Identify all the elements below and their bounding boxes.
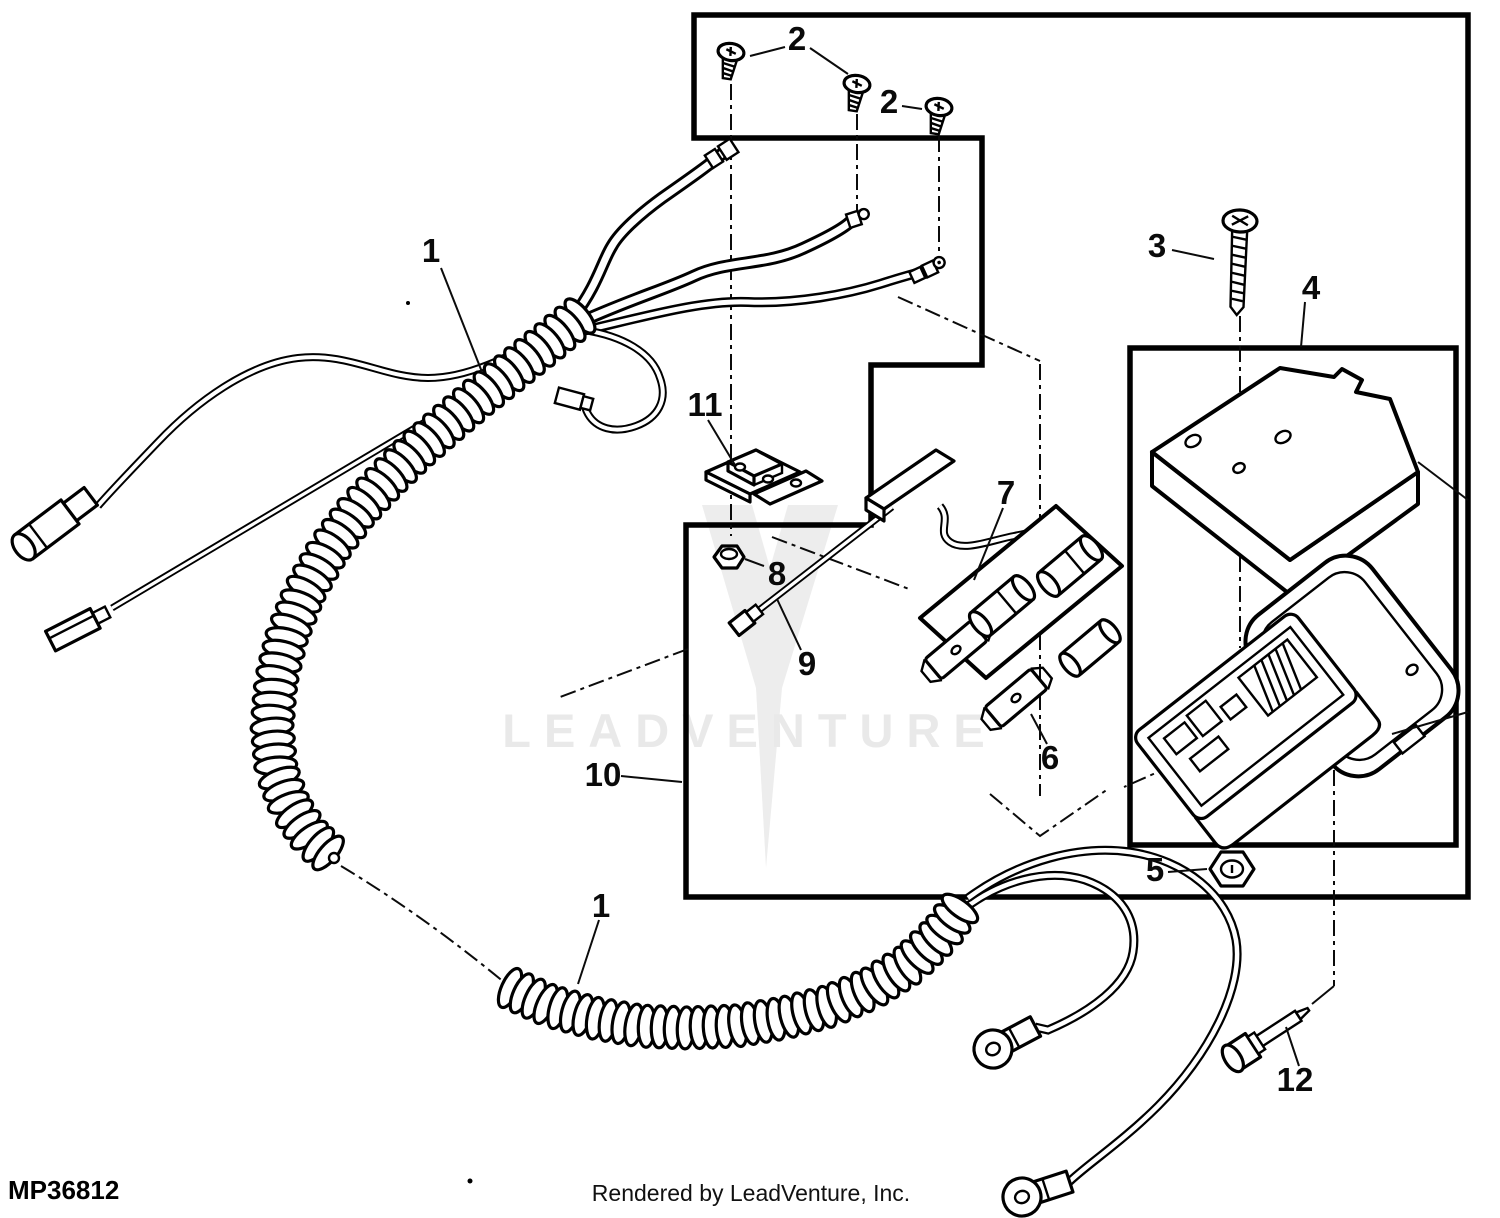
cover-plate	[1150, 366, 1469, 598]
callout-2-pair: 2	[788, 20, 806, 57]
render-credit: Rendered by LeadVenture, Inc.	[592, 1180, 910, 1206]
watermark-logo-mark	[702, 505, 838, 868]
document-number: MP36812	[8, 1175, 119, 1205]
callout-leaders	[440, 46, 1306, 1067]
fuse-6	[980, 618, 1122, 732]
print-speck	[406, 301, 410, 305]
callout-4: 4	[1302, 269, 1321, 306]
barrel-connector	[10, 485, 99, 562]
wiring-harness-bottom	[496, 845, 1242, 1218]
callout-5: 5	[1146, 851, 1164, 888]
callout-1-top: 1	[422, 232, 440, 269]
callout-1-bottom: 1	[592, 887, 610, 924]
print-speck	[467, 1178, 473, 1184]
callout-12: 12	[1277, 1061, 1314, 1098]
fuse-panel-7	[918, 504, 1124, 684]
wire-fitting	[553, 386, 595, 412]
callout-2-single: 2	[880, 83, 898, 120]
screw-2c	[924, 96, 954, 136]
leadventure-watermark: LEADVENTURE	[502, 505, 998, 868]
nut-8	[712, 544, 746, 570]
fuse-cartridge	[967, 574, 1037, 638]
spade-connector	[43, 605, 112, 653]
callout-numbers: 1 2 2 3 4 5 6 7 8 9 10 11 12 1	[422, 20, 1321, 1098]
fuse-holder-11	[704, 448, 824, 506]
screw-2b	[842, 73, 872, 113]
screw-3	[1221, 208, 1259, 317]
coiled-cable	[496, 892, 980, 1051]
tube-cap	[703, 137, 741, 170]
callout-6: 6	[1041, 739, 1059, 776]
nut-5	[1208, 850, 1256, 888]
tube-cap	[844, 207, 870, 230]
receptacle-assembly	[1134, 553, 1469, 850]
bolt-12	[1220, 1006, 1311, 1074]
callout-3: 3	[1148, 227, 1166, 264]
coiled-cable	[249, 297, 597, 872]
ring-terminal	[1001, 1169, 1075, 1218]
screw-2a	[716, 41, 746, 81]
ring-terminal	[972, 1015, 1043, 1070]
wiring-harness-top	[10, 137, 946, 872]
callout-9: 9	[798, 645, 816, 682]
watermark-text: LEADVENTURE	[502, 704, 998, 757]
callout-10: 10	[585, 756, 622, 793]
callout-7: 7	[997, 474, 1015, 511]
component-box-outline	[1127, 345, 1459, 848]
fuse-cartridge	[1035, 534, 1105, 598]
callout-8: 8	[768, 555, 786, 592]
tube-cap	[907, 255, 946, 285]
callout-11: 11	[688, 386, 723, 423]
